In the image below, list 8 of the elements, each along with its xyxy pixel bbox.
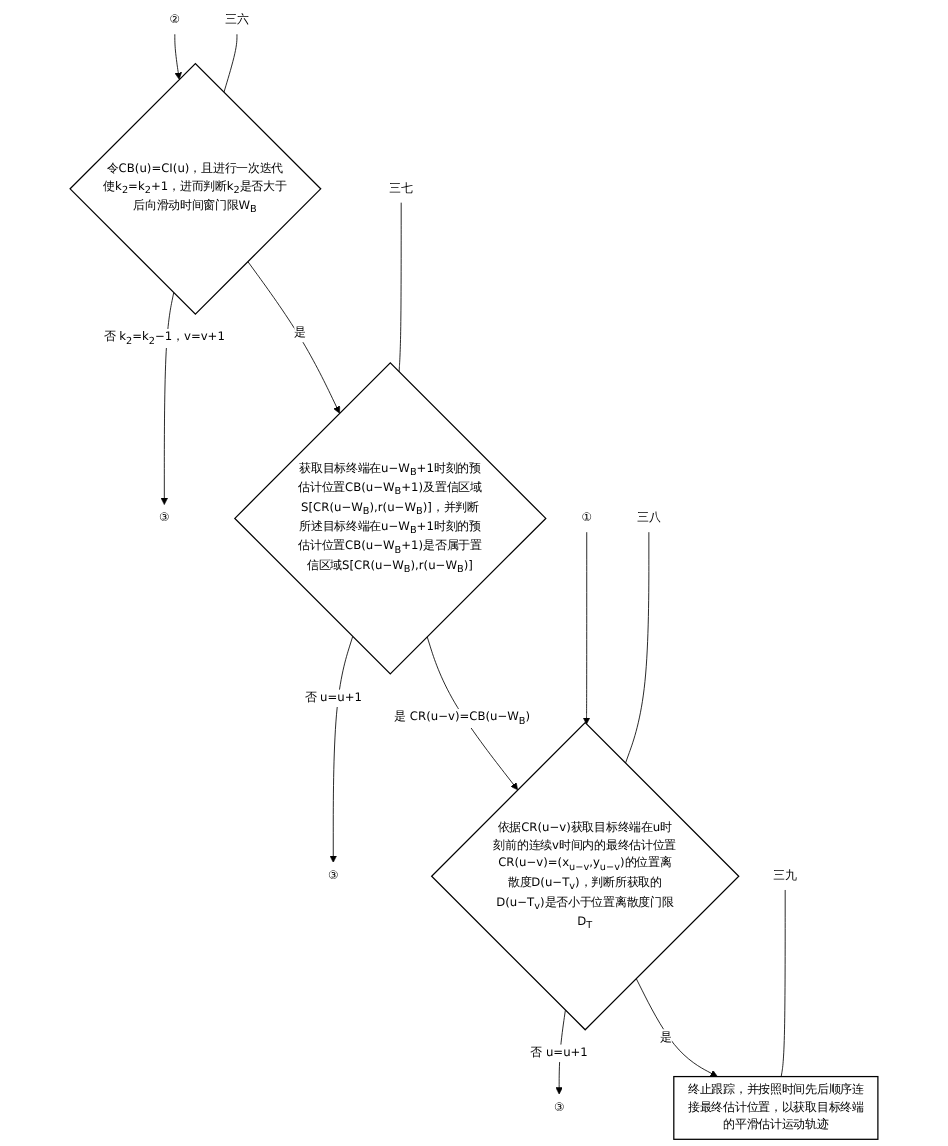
connector	[780, 889, 786, 1077]
node-diamond	[69, 62, 322, 316]
connector	[223, 33, 238, 93]
node-diamond	[430, 721, 740, 1031]
node-diamond	[233, 362, 547, 675]
connector	[625, 531, 650, 764]
node-box	[673, 1075, 879, 1140]
connector	[398, 202, 402, 373]
